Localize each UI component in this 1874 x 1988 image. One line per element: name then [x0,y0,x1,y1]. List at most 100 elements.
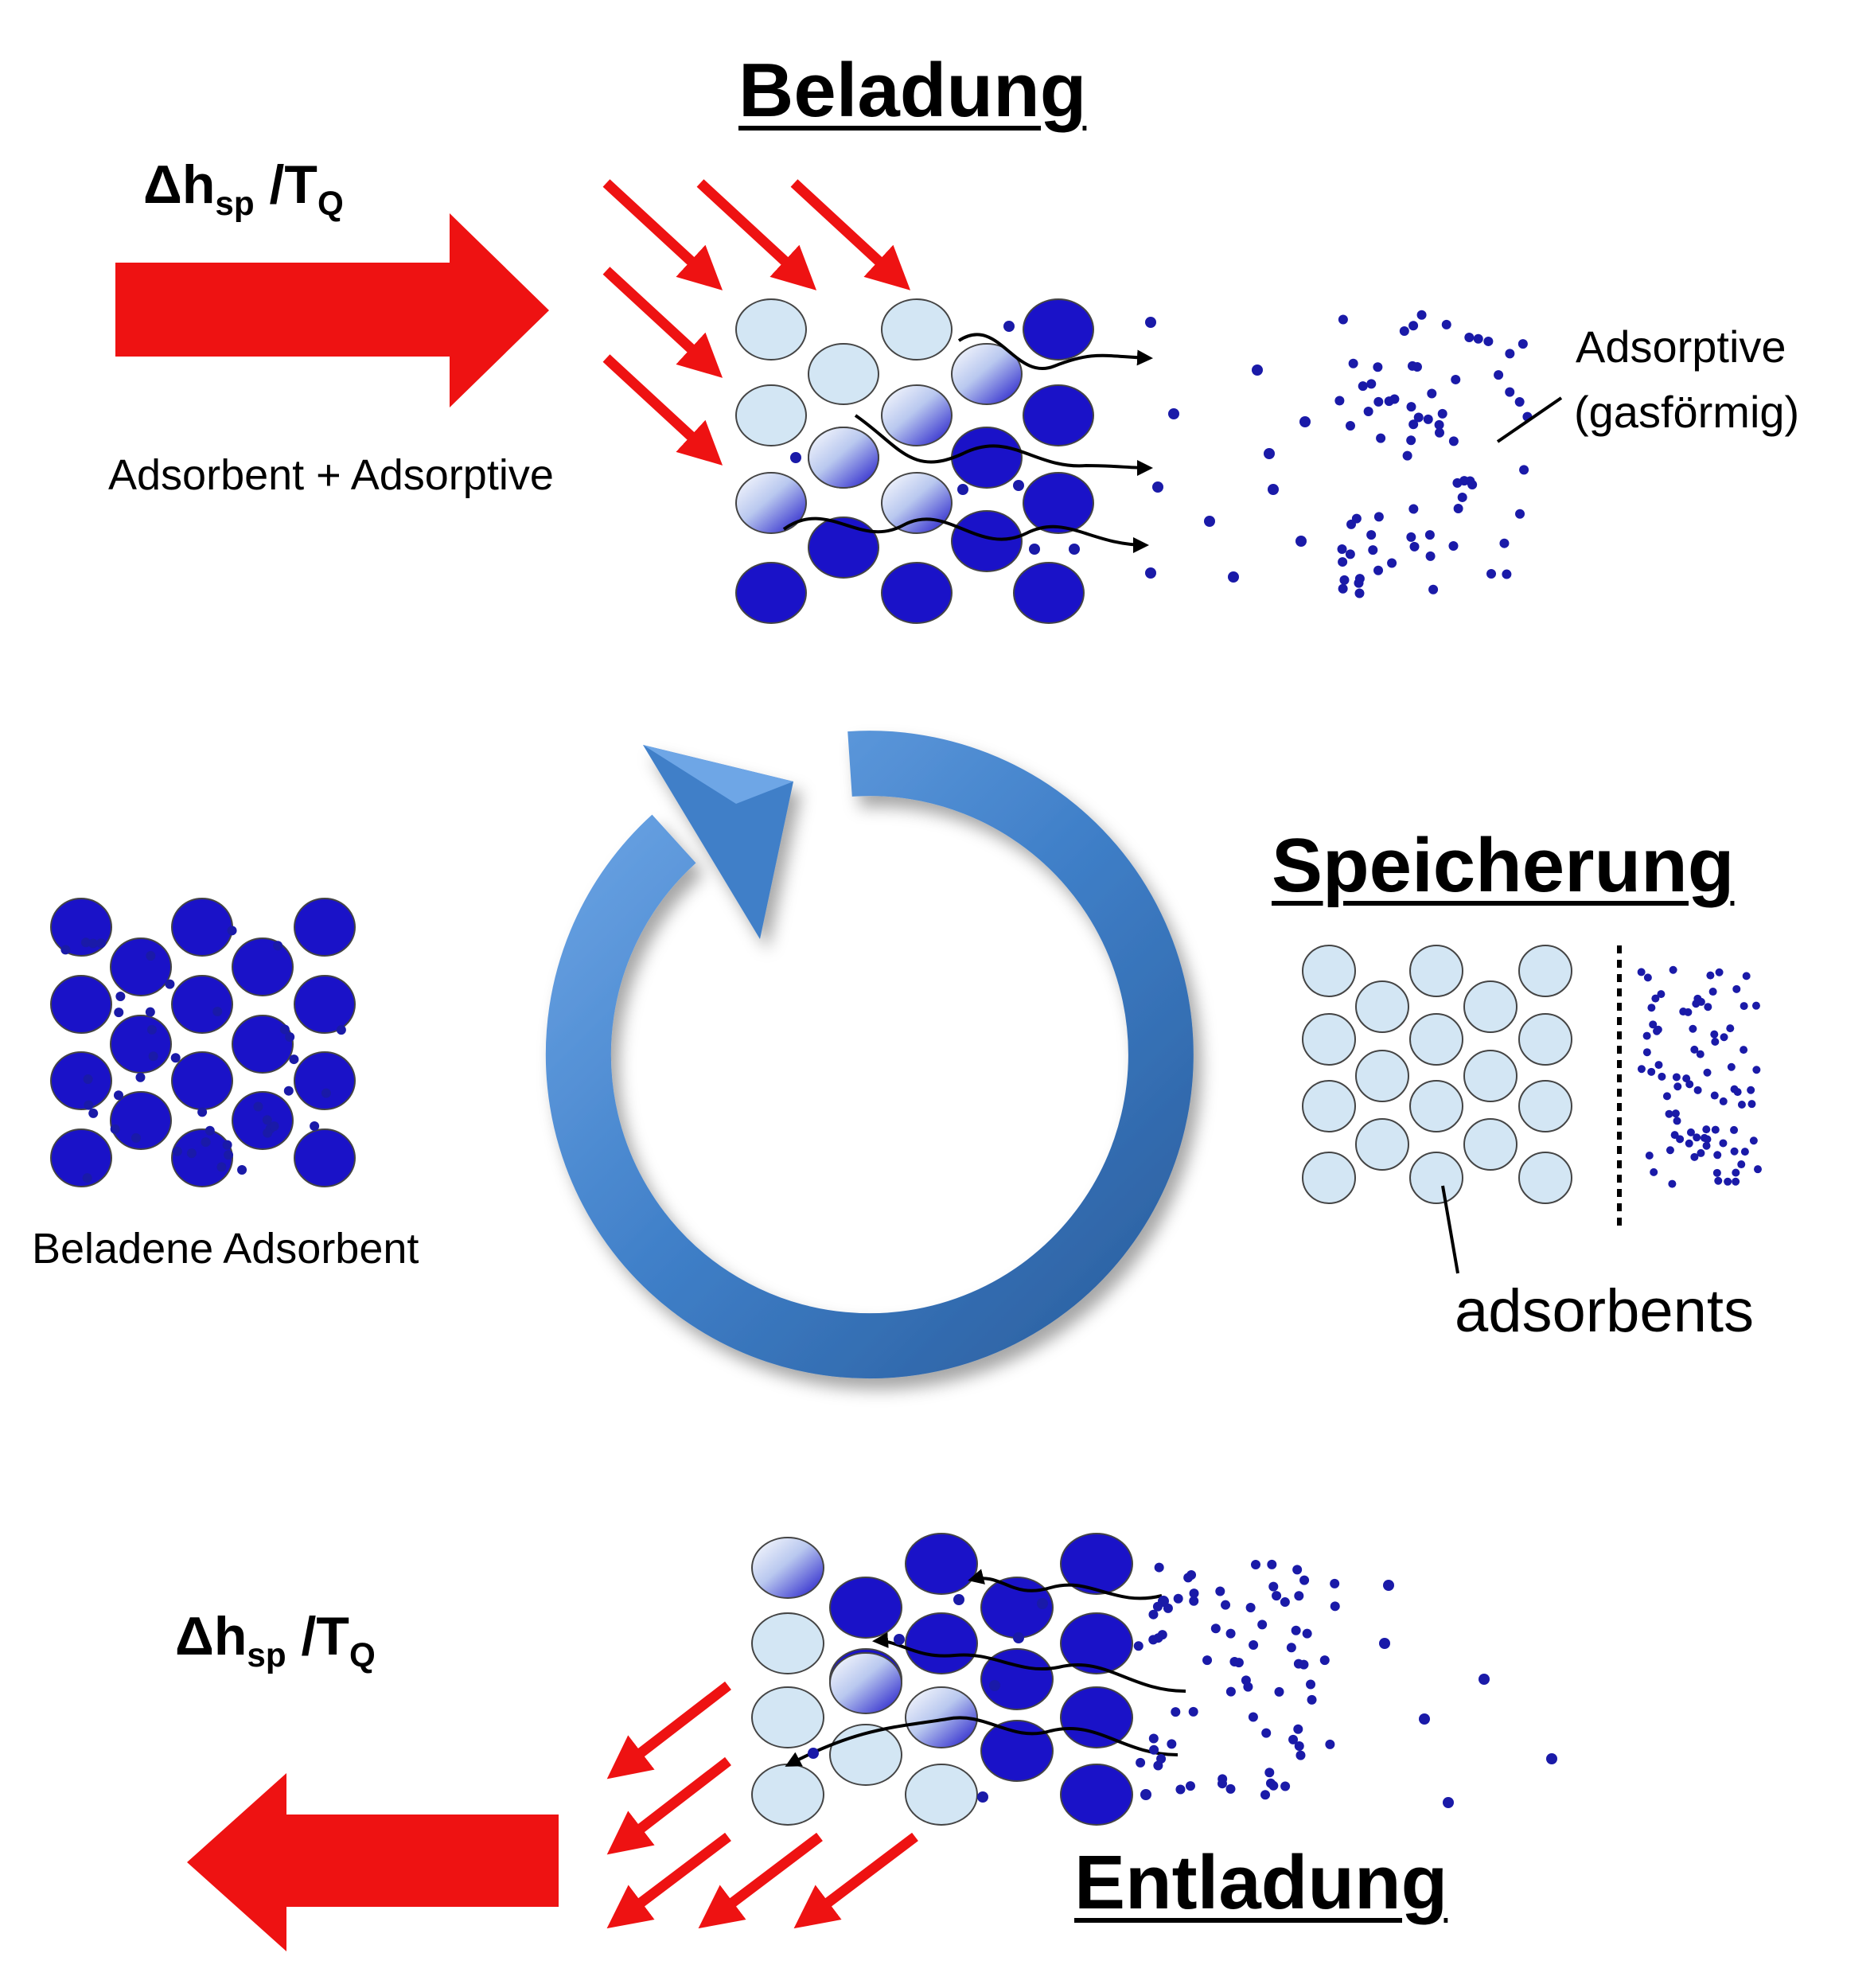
gas-molecule-dot [1379,1638,1390,1649]
heat-flow-arrow [698,1832,823,1929]
gas-molecule-dot [1657,990,1666,999]
loaded-adsorbent-particle [905,1533,978,1595]
gas-flow-path [854,414,1153,476]
empty-adsorbent-particle [905,1764,978,1826]
gas-molecule-dot [1719,1139,1728,1148]
gas-molecule-dot [1383,1580,1394,1591]
gas-molecule-dot [1299,416,1311,427]
gas-molecule-dot [1711,1125,1720,1134]
gas-molecule-dot [1406,402,1416,412]
gas-molecule-dot [1434,419,1444,430]
gas-molecule-dot [1453,503,1463,513]
heat-flow-arrow [606,1756,731,1855]
gas-molecule-dot [1737,1101,1746,1109]
gas-molecule-dot [1319,1655,1330,1666]
gas-molecule-dot [172,1146,182,1156]
partially-loaded-particle [951,343,1023,405]
loaded-adsorbent-particle [294,1051,356,1110]
gas-molecule-dot [1348,358,1358,368]
gas-molecule-dot [1354,588,1365,598]
gas-molecule-dot [113,1090,123,1101]
gas-molecule-dot [1249,1640,1259,1651]
loaded-adsorbent-particle [735,562,807,624]
loaded-adsorbent-particle [1023,384,1094,446]
gas-flow-path [872,1631,1186,1693]
gas-molecule-dot [1248,1712,1258,1722]
gas-flow-path [785,1716,1179,1767]
empty-adsorbent-particle [881,298,953,361]
gas-label-line2: (gasförmig) [1574,387,1800,437]
gas-molecule-dot [1288,1734,1299,1744]
gas-molecule-dot [1337,544,1347,555]
gas-molecule-dot [1451,374,1461,384]
gas-molecule-dot [1669,965,1677,974]
gas-molecule-dot [1013,480,1024,491]
empty-adsorbent-particle [1409,1152,1463,1204]
gas-molecule-dot [1307,1694,1317,1705]
gas-molecule-dot [1518,339,1528,349]
heat-flow-arrow [602,179,723,290]
gas-molecule-dot [1654,1025,1662,1034]
gas-molecule-dot [1685,1080,1694,1089]
gas-molecule-dot [1245,1602,1256,1612]
gas-molecule-dot [1325,1739,1335,1749]
gas-molecule-dot [1148,1635,1159,1645]
gas-molecule-dot [1437,408,1447,419]
gas-molecule-dot [1727,1062,1736,1071]
gas-molecule-dot [1406,532,1416,542]
empty-adsorbent-particle [1518,1152,1572,1204]
gas-molecule-dot [1294,1591,1304,1601]
loaded-adsorbent-particle [50,1128,112,1187]
loaded-adsorbent-particle [294,975,356,1034]
empty-adsorbent-particle [751,1612,824,1674]
loaded-adsorbent-particle [232,1015,294,1074]
gas-molecule-dot [1202,1655,1213,1666]
gas-molecule-dot [1658,1072,1666,1081]
gas-molecule-dot [224,1150,234,1160]
heat-mid: /T [254,154,318,215]
partially-loaded-particle [735,472,807,534]
gas-molecule-dot [1702,1141,1711,1150]
gas-molecule-dot [1306,1679,1316,1690]
partially-loaded-particle [808,427,879,489]
gas-molecule-dot [186,1148,197,1159]
gas-molecule-dot [1502,569,1512,579]
heat-flow-arrow [602,354,723,466]
gas-molecule-dot [80,937,91,948]
gas-molecule-dot [1730,1085,1739,1093]
gas-molecule-dot [894,1634,905,1645]
gas-molecule-dot [222,1140,232,1150]
gas-label-line1: Adsorptive [1576,322,1786,372]
gas-molecule-dot [1338,314,1348,325]
gas-molecule-dot [110,1124,120,1134]
empty-adsorbent-particle [735,384,807,446]
empty-adsorbent-particle [1302,1152,1356,1204]
gas-molecule-dot [1029,544,1040,555]
gas-molecule-dot [1671,1109,1680,1118]
gas-molecule-dot [1642,1048,1651,1057]
loaded-adsorbent-particle [829,1577,902,1639]
gas-molecule-dot [1133,1641,1143,1651]
gas-molecule-dot [146,1024,157,1035]
gas-molecule-dot [1338,557,1348,567]
gas-molecule-dot [1457,492,1467,502]
gas-molecule-dot [1412,362,1422,372]
gas-molecule-dot [1486,569,1497,579]
loaded-adsorbent-particle [110,1015,172,1074]
gas-molecule-dot [1299,1659,1309,1670]
gas-molecule-dot [1647,1004,1656,1012]
partially-loaded-particle [751,1537,824,1599]
gas-molecule-dot [88,1108,99,1118]
heat-flow-arrow [602,267,723,378]
empty-adsorbent-particle [1409,1013,1463,1066]
gas-molecule-dot [1693,1133,1701,1142]
gas-molecule-dot [1376,433,1386,443]
empty-adsorbent-particle [1518,1013,1572,1066]
gas-molecule-dot [1713,1151,1722,1160]
gas-molecule-dot [1740,1148,1749,1156]
gas-molecule-dot [1662,1092,1671,1101]
gas-molecule-dot [1696,1050,1705,1058]
gas-molecule-dot [1419,1713,1430,1725]
gas-molecule-dot [205,1125,215,1136]
